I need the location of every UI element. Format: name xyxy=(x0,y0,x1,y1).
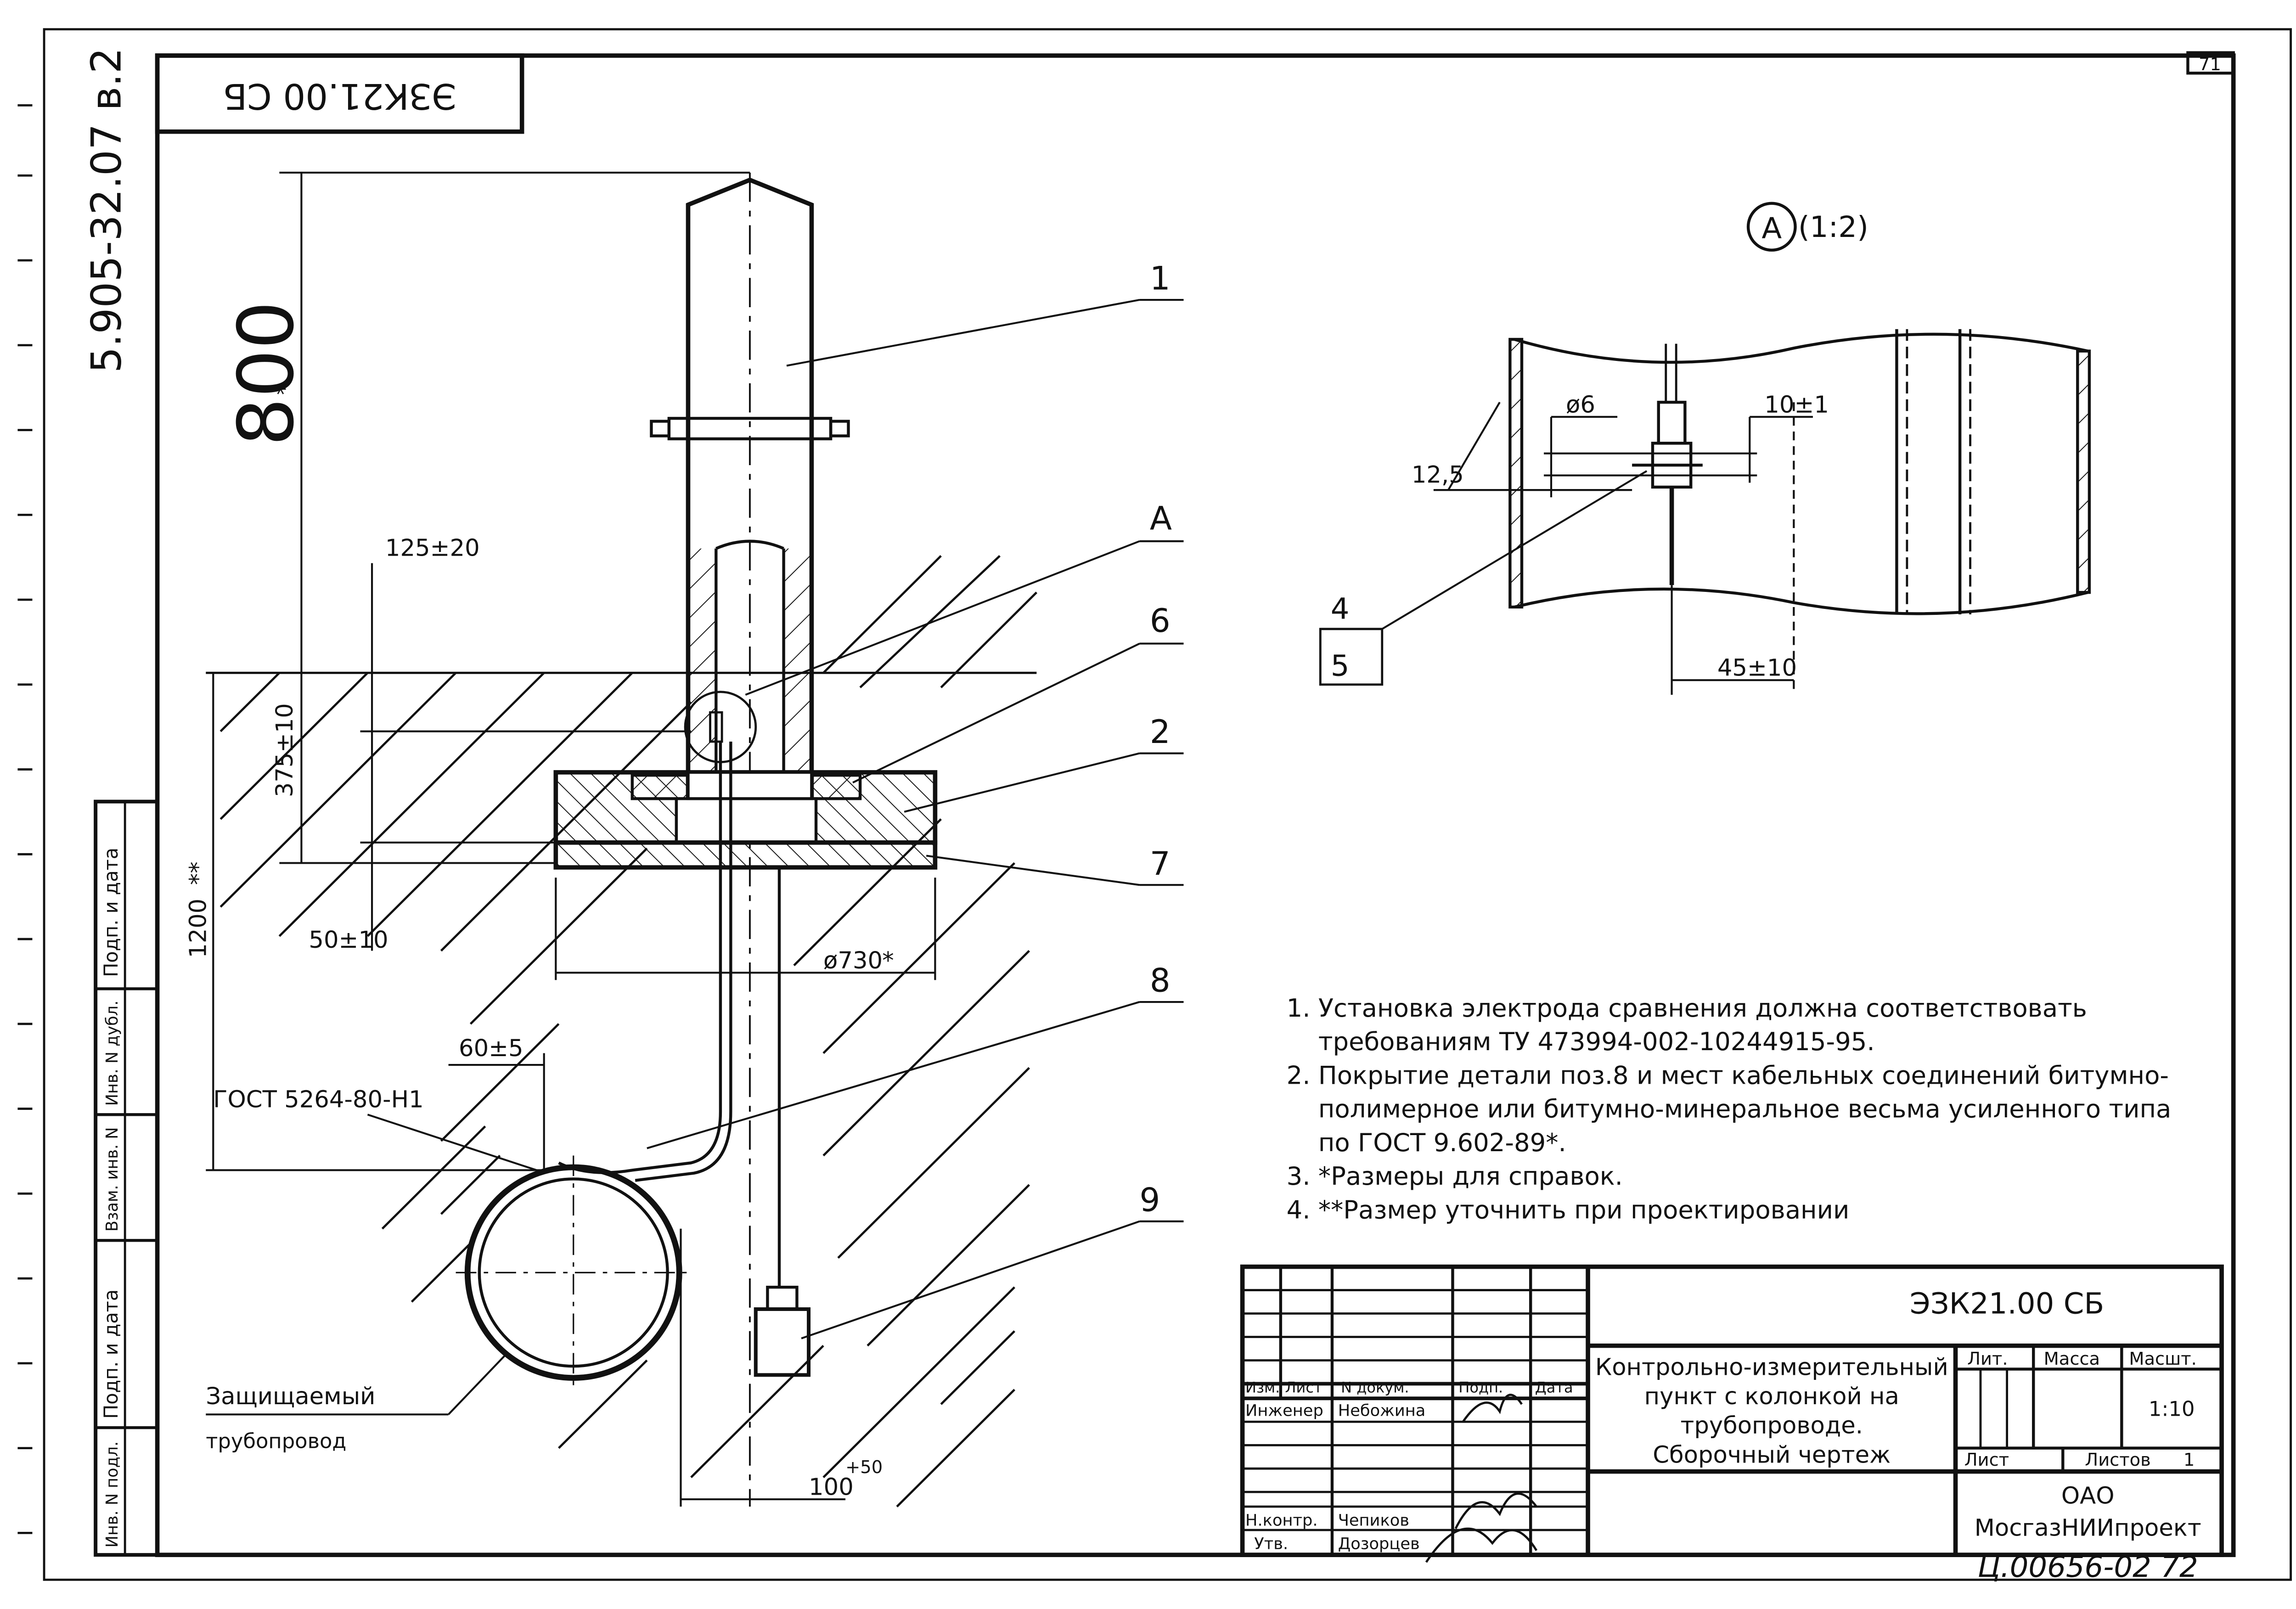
dim-1200-mark: ** xyxy=(185,861,212,885)
col-doc: N докум. xyxy=(1341,1379,1409,1396)
pipeline xyxy=(456,1155,691,1390)
sheets-value: 1 xyxy=(2183,1450,2195,1470)
dim-730: ø730 xyxy=(823,947,883,974)
top-stamp: ЭЗК21.00 СБ xyxy=(155,53,524,134)
dim-50: 50±10 xyxy=(309,927,388,954)
detail-marker: A xyxy=(1761,212,1782,246)
signature-engineer xyxy=(1462,1394,1523,1423)
mass-label: Масса xyxy=(2044,1349,2100,1369)
side-stamp-replace: Взам. инв. N xyxy=(103,1127,122,1232)
dim-1200: 1200 xyxy=(185,899,212,958)
title-block: ЭЗК21.00 СБ Контрольно-измерительный пун… xyxy=(1240,1264,2224,1563)
clamp xyxy=(650,416,850,440)
side-stamp-dupl: Инв. N дубл. xyxy=(103,1001,122,1106)
detail-dimensions xyxy=(1381,401,1813,695)
callout-8: 8 xyxy=(1150,962,1171,1000)
electrode-assembly xyxy=(558,691,811,1377)
title-line-2: пункт с колонкой на xyxy=(1644,1383,1899,1410)
side-stamp-sign-1: Подп. и дата xyxy=(100,848,122,977)
note-line-5: по ГОСТ 9.602-89*. xyxy=(1287,1128,1566,1157)
side-stamp-original: Инв. N подл. xyxy=(103,1441,122,1547)
callout-1: 1 xyxy=(1150,260,1171,298)
side-stamp: Подп. и дата Инв. N дубл. Взам. инв. N П… xyxy=(94,799,159,1557)
scale-value: 1:10 xyxy=(2149,1397,2195,1421)
main-callouts xyxy=(647,298,1184,1339)
column-pipe xyxy=(686,172,814,1507)
signature-normcontrol xyxy=(1454,1492,1537,1529)
callout-6: 6 xyxy=(1150,602,1171,640)
margin-ticks xyxy=(17,104,33,1534)
note-line-2: требованиям ТУ 473994-002-10244915-95. xyxy=(1287,1027,1875,1056)
title-line-1: Контрольно-измерительный xyxy=(1595,1354,1948,1381)
callout-2: 2 xyxy=(1150,713,1171,751)
main-dimensions xyxy=(206,171,936,1507)
detail-callout-5: 5 xyxy=(1331,649,1350,683)
note-line-6: 3. *Размеры для справок. xyxy=(1287,1162,1623,1191)
pipeline-leader-2 xyxy=(448,1352,508,1415)
col-change: Изм. xyxy=(1245,1379,1280,1396)
detail-scale: (1:2) xyxy=(1798,210,1868,244)
lit-label: Лит. xyxy=(1967,1349,2008,1369)
sheet-number: 71 xyxy=(2199,54,2221,75)
dim-800-mark: * xyxy=(271,383,298,395)
col-date: Дата xyxy=(1535,1379,1573,1396)
name-approved: Дозорцев xyxy=(1338,1534,1420,1553)
standard-label: ГОСТ 5264-80-Н1 xyxy=(213,1086,423,1114)
dim-100-tol: +50 xyxy=(845,1457,883,1478)
standard-leader xyxy=(367,1114,537,1171)
role-normcontrol: Н.контр. xyxy=(1245,1511,1318,1530)
dim-60: 60±5 xyxy=(459,1035,523,1062)
dim-125: 125±20 xyxy=(385,535,480,562)
note-line-3: 2. Покрытие детали поз.8 и мест кабельны… xyxy=(1287,1061,2169,1090)
role-engineer: Инженер xyxy=(1245,1401,1323,1420)
sheet-label: Лист xyxy=(1964,1450,2009,1470)
top-stamp-text: ЭЗК21.00 СБ xyxy=(223,75,456,116)
notes: 1. Установка электрода сравнения должна … xyxy=(1287,994,2172,1224)
name-normcontrol: Чепиков xyxy=(1338,1511,1409,1530)
signature-approved xyxy=(1425,1527,1538,1563)
col-sign: Подп. xyxy=(1458,1379,1503,1396)
note-line-1: 1. Установка электрода сравнения должна … xyxy=(1287,994,2087,1023)
role-approved: Утв. xyxy=(1254,1534,1288,1553)
note-line-7: 4. **Размер уточнить при проектировании xyxy=(1287,1196,1850,1225)
soil-section xyxy=(206,555,1038,1508)
name-engineer: Небожина xyxy=(1338,1401,1426,1420)
dim-730-mark: * xyxy=(882,947,894,974)
sheets-label: Листов xyxy=(2085,1450,2150,1470)
detail-view: A (1:2) ø6 10±1 12, xyxy=(1319,202,2091,695)
designation: ЭЗК21.00 СБ xyxy=(1910,1287,2104,1321)
dim-100: 100 xyxy=(809,1474,854,1501)
pipeline-label-1: Защищаемый xyxy=(206,1383,375,1410)
detail-marker-circle xyxy=(1746,202,1797,252)
org-line-1: ОАО xyxy=(2061,1483,2115,1510)
callout-A: A xyxy=(1150,500,1172,537)
note-line-4: полимерное или битумно-минеральное весьм… xyxy=(1287,1095,2172,1124)
foundation xyxy=(553,770,938,870)
detail-callout-4: 4 xyxy=(1331,592,1350,626)
detail-d12: 12,5 xyxy=(1412,461,1464,489)
org-line-2: МосгазНИИпроект xyxy=(1975,1515,2201,1542)
title-line-3: трубопроводе. xyxy=(1681,1412,1863,1440)
callout-7: 7 xyxy=(1150,845,1171,883)
pipeline-label-2: трубопровод xyxy=(206,1429,346,1453)
bottom-stamp: Ц.00656-02 72 xyxy=(1978,1550,2198,1584)
title-line-4: Сборочный чертеж xyxy=(1653,1442,1891,1469)
detail-d45: 45±10 xyxy=(1717,655,1797,682)
callout-9: 9 xyxy=(1139,1181,1160,1219)
main-view: 800 125±20 375±10 1200 ** * 50±10 ø730 *… xyxy=(185,171,1184,1508)
detail-d6: ø6 xyxy=(1566,391,1595,418)
col-sheet: Лист xyxy=(1285,1379,1322,1396)
detail-d10: 10±1 xyxy=(1764,391,1829,418)
scale-label: Масшт. xyxy=(2129,1349,2197,1369)
dim-375: 375±10 xyxy=(271,703,298,797)
dim-800: 800 xyxy=(222,301,311,446)
album-code: 5.905-32.07 в.2 xyxy=(83,48,130,373)
side-stamp-sign-2: Подп. и дата xyxy=(100,1289,122,1419)
